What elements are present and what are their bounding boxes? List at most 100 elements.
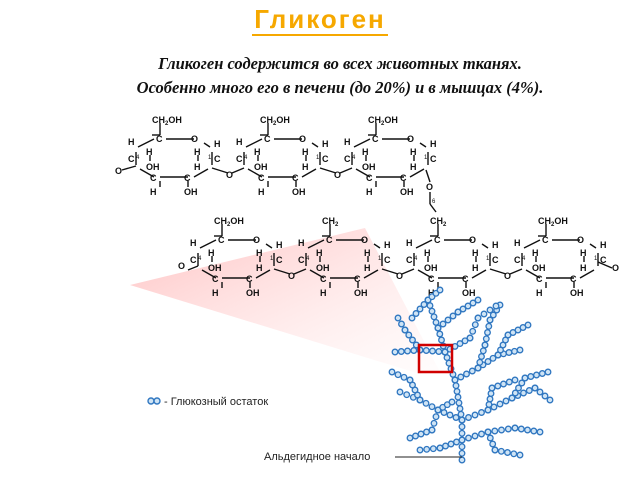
glucose-bead [478, 353, 485, 360]
glucose-bead [466, 334, 474, 342]
glucose-bead [485, 322, 493, 330]
label-atom_c: C [434, 235, 441, 245]
label-atom_o: O [396, 271, 403, 281]
label-atom_h: H [366, 187, 373, 197]
label-atom_h: H [364, 248, 371, 258]
glucose-bead [457, 373, 465, 381]
label-group_oh: OH [532, 263, 546, 273]
glucose-bead [458, 456, 466, 464]
label-atom_c: C [184, 173, 191, 183]
label-atom_c: C [236, 154, 243, 164]
glucose-bead [416, 446, 424, 454]
glucose-bead [525, 387, 533, 394]
glucose-bead [527, 373, 535, 380]
label-atom_c: C [492, 255, 499, 265]
glucose-bead [439, 320, 447, 328]
label-atom_o: O [178, 261, 185, 271]
glucose-bead [478, 430, 485, 438]
label-pos_1: 1 [424, 155, 428, 161]
glucose-bead [412, 310, 420, 317]
label-pos_6: 6 [432, 199, 436, 205]
glucose-bead [546, 396, 554, 404]
label-atom_h: H [194, 147, 201, 157]
label-atom_c: C [320, 274, 327, 284]
label-pos_4: 4 [414, 256, 418, 262]
label-atom_h: H [214, 139, 221, 149]
label-atom_h: H [254, 147, 261, 157]
subtitle: Гликоген содержится во всех животных тка… [60, 52, 620, 100]
label-atom_h: H [150, 187, 157, 197]
label-atom_o: O [504, 271, 511, 281]
glucose-bead [469, 299, 477, 307]
glucose-bead [476, 358, 484, 366]
label-pos_4: 4 [522, 256, 526, 262]
glycogen-tree [388, 286, 554, 464]
glucose-bead [429, 445, 437, 453]
glucose-bead [444, 316, 452, 324]
glucose-bead [391, 348, 399, 356]
glucose-bead [429, 347, 436, 355]
label-atom_h: H [364, 263, 371, 273]
glucose-bead [521, 374, 529, 382]
label-atom_h: H [316, 248, 323, 258]
bead-icon [147, 397, 155, 405]
glucose-bead [536, 428, 544, 436]
label-group_oh: OH [184, 187, 198, 197]
glucose-bead [471, 432, 479, 440]
glucose-bead [496, 400, 504, 408]
glucose-bead [524, 426, 531, 434]
label-pos_4: 4 [244, 155, 248, 161]
label-atom_o: O [426, 182, 433, 192]
label-atom_c: C [536, 274, 543, 284]
glucose-bead [436, 444, 444, 452]
label-atom_o: O [469, 235, 476, 245]
glucose-bead [520, 389, 527, 397]
glucose-bead [484, 358, 492, 365]
label-atom_c: C [128, 154, 135, 164]
glucose-bead [538, 370, 546, 377]
glucose-bead [461, 337, 469, 345]
label-pos_1: 1 [208, 155, 212, 161]
glucose-bead [449, 312, 457, 320]
glucose-bead [458, 416, 466, 424]
glucose-bead [478, 409, 485, 416]
label-group_oh: OH [292, 187, 306, 197]
glucose-bead [409, 336, 416, 344]
label-atom_c: C [400, 173, 407, 183]
label-atom_h: H [532, 248, 539, 258]
label-pos_1: 1 [594, 256, 598, 262]
page-title: Гликоген [252, 4, 388, 36]
glucose-bead [497, 447, 505, 455]
label-atom_h: H [212, 288, 219, 298]
label-atom_h: H [472, 248, 479, 258]
glucose-bead [420, 301, 428, 308]
glucose-bead [489, 311, 497, 319]
glucose-bead [536, 388, 544, 396]
glucose-bead [426, 302, 434, 310]
label-atom_h: H [514, 238, 521, 248]
glucose-bead [488, 384, 496, 392]
glucose-bead [468, 367, 476, 375]
label-atom_c: C [570, 274, 577, 284]
glucose-bead [423, 428, 430, 436]
glucose-bead [524, 321, 532, 329]
glucose-bead [482, 335, 490, 343]
label-ch2-group: CH2OH [538, 216, 568, 228]
glucose-bead [416, 305, 424, 313]
glucose-bead [441, 348, 449, 356]
glucose-bead [456, 340, 464, 348]
label-atom_h: H [302, 162, 309, 172]
glucose-bead [486, 395, 494, 403]
glucose-bead [394, 371, 402, 379]
label-atom_c: C [384, 255, 391, 265]
glucose-bead [484, 406, 492, 414]
label-group_oh: OH [400, 187, 414, 197]
label-group_oh: OH [424, 263, 438, 273]
glucose-bead [486, 434, 494, 442]
glucose-bead [479, 347, 487, 355]
glucose-bead [452, 382, 460, 390]
label-pos_1: 1 [378, 256, 382, 262]
glucose-bead [438, 336, 445, 344]
label-atom_c: C [366, 173, 373, 183]
glucose-bead [516, 451, 524, 459]
